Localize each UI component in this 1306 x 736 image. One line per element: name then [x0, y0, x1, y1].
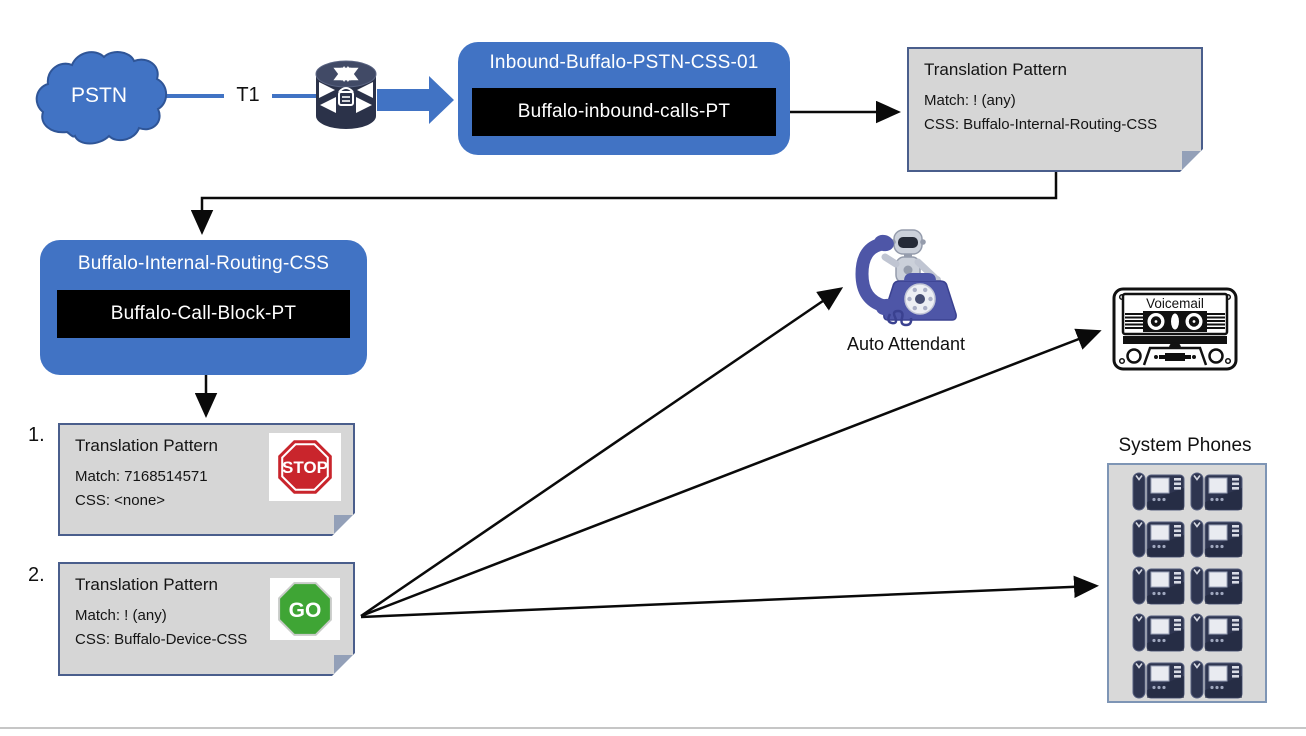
voicemail-cassette-icon: Voicemail [1112, 287, 1238, 371]
stop-sign-label: STOP [282, 458, 328, 477]
note-css-line: CSS: Buffalo-Device-CSS [75, 631, 248, 648]
inbound-css-title: Inbound-Buffalo-PSTN-CSS-01 [489, 52, 759, 73]
ip-phone-icon [1132, 566, 1184, 605]
pstn-cloud: PSTN [35, 51, 168, 145]
ip-phone-icon [1190, 660, 1242, 699]
flow-block-arrow-icon [377, 76, 454, 124]
note-match-line: Match: ! (any) [75, 607, 167, 624]
ip-phone-icon [1190, 519, 1242, 558]
note-css-line: CSS: Buffalo-Internal-Routing-CSS [924, 116, 1158, 133]
internal-css-title: Buffalo-Internal-Routing-CSS [77, 253, 330, 274]
step-number-2: 2. [28, 564, 45, 586]
system-phones-label: System Phones [1118, 435, 1252, 456]
auto-attendant-label: Auto Attendant [846, 334, 966, 354]
note-match-line: Match: 7168514571 [75, 468, 208, 485]
system-phones-box [1107, 463, 1267, 703]
note-title: Translation Pattern [924, 60, 1067, 79]
inbound-css-box: Inbound-Buffalo-PSTN-CSS-01 Buffalo-inbo… [458, 42, 790, 155]
inbound-translation-note: Translation Pattern Match: ! (any) CSS: … [907, 47, 1203, 172]
ip-phone-icon [1132, 472, 1184, 511]
ip-phone-icon [1132, 519, 1184, 558]
ip-phone-icon [1190, 472, 1242, 511]
note-css-line: CSS: <none> [75, 492, 166, 509]
inbound-partition-box: Buffalo-inbound-calls-PT [472, 88, 776, 136]
note-title: Translation Pattern [75, 436, 218, 455]
internal-partition-box: Buffalo-Call-Block-PT [57, 290, 350, 338]
block-translation-note: Translation Pattern Match: 7168514571 CS… [58, 423, 355, 536]
step-number-1: 1. [28, 424, 45, 446]
ip-phone-icon [1132, 660, 1184, 699]
ip-phone-icon [1190, 613, 1242, 652]
note-match-line: Match: ! (any) [924, 92, 1016, 109]
ip-phone-icon [1132, 613, 1184, 652]
auto-attendant-icon [855, 229, 957, 327]
pstn-label: PSTN [71, 84, 127, 107]
voice-gateway-router-icon [315, 60, 377, 129]
ip-phone-icon [1190, 566, 1242, 605]
voicemail-label: Voicemail [1146, 296, 1204, 311]
internal-css-box: Buffalo-Internal-Routing-CSS Buffalo-Cal… [40, 240, 367, 375]
t1-label: T1 [224, 80, 272, 111]
go-sign-label: GO [289, 599, 322, 622]
allow-translation-note: Translation Pattern Match: ! (any) CSS: … [58, 562, 355, 676]
stop-sign-icon: STOP [269, 433, 341, 501]
bottom-divider [0, 727, 1306, 729]
go-sign-icon: GO [270, 578, 340, 640]
note-title: Translation Pattern [75, 575, 218, 594]
